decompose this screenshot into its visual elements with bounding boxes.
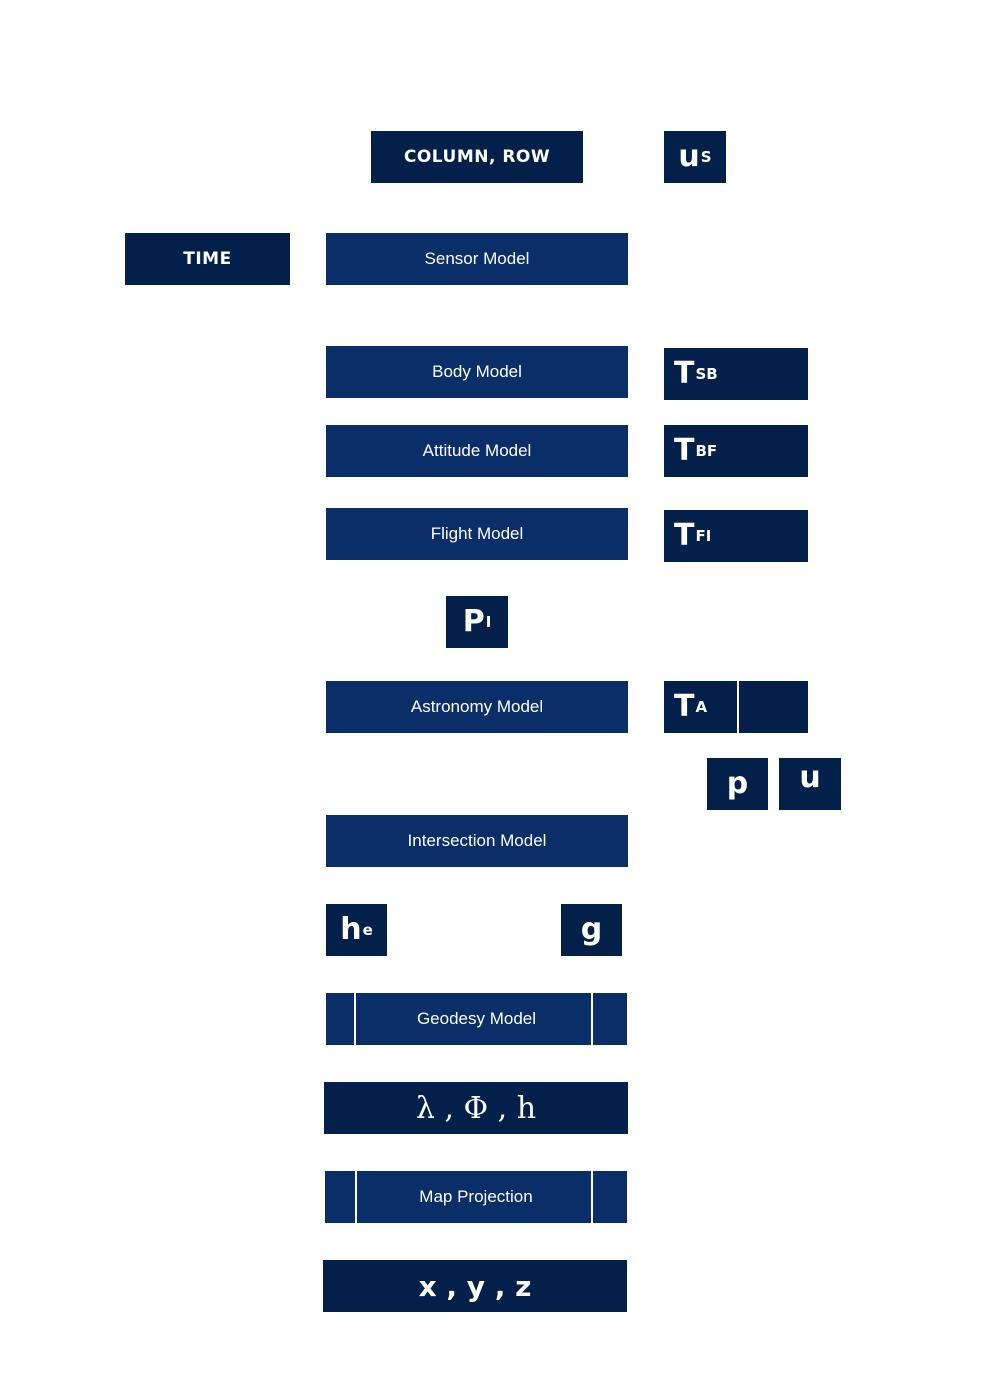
sensor-model-box: Sensor Model <box>326 233 628 285</box>
us-main: u <box>678 139 700 174</box>
flight-model-box: Flight Model <box>326 508 628 560</box>
tsb-main: T <box>674 356 695 391</box>
intersection-model-text: Intersection Model <box>407 831 547 850</box>
ta-main: T <box>674 689 695 724</box>
pi-main: P <box>462 604 485 639</box>
tfi-main: T <box>674 518 695 553</box>
geo-coordinates-box: λ , Φ , h <box>324 1082 628 1134</box>
he-sub: e <box>362 921 373 939</box>
geodesy-model-box: Geodesy Model <box>326 993 627 1045</box>
geodesy-divider-left <box>354 993 356 1045</box>
attitude-model-box: Attitude Model <box>326 425 628 477</box>
tsb-sub: SB <box>695 365 718 383</box>
g-main: g <box>580 912 603 947</box>
geodesy-model-text: Geodesy Model <box>416 1009 537 1028</box>
map-divider-right <box>591 1171 593 1223</box>
geo-coordinates-text: λ , Φ , h <box>415 1090 537 1126</box>
tbf-sub: BF <box>695 442 718 460</box>
column-row-label: COLUMN, ROW <box>371 131 583 183</box>
he-main: h <box>340 912 362 947</box>
time-label: TIME <box>125 233 290 285</box>
column-row-text: COLUMN, ROW <box>403 147 551 167</box>
ta-divider <box>737 681 739 733</box>
map-projection-text: Map Projection <box>419 1187 533 1206</box>
tbf-main: T <box>674 433 695 468</box>
u-symbol: u <box>779 758 841 810</box>
body-model-text: Body Model <box>432 362 522 381</box>
u-main: u <box>799 760 821 795</box>
astronomy-model-box: Astronomy Model <box>326 681 628 733</box>
p-main: p <box>726 766 749 801</box>
p-symbol: p <box>707 758 768 810</box>
xyz-coordinates-text: x , y , z <box>418 1269 532 1303</box>
body-model-box: Body Model <box>326 346 628 398</box>
g-symbol: g <box>561 904 622 956</box>
map-divider-left <box>355 1171 357 1223</box>
geodesy-divider-right <box>591 993 593 1045</box>
astronomy-model-text: Astronomy Model <box>410 697 544 716</box>
intersection-model-box: Intersection Model <box>326 815 628 867</box>
xyz-coordinates-box: x , y , z <box>323 1260 627 1312</box>
time-text: TIME <box>183 249 232 269</box>
attitude-model-text: Attitude Model <box>422 441 532 460</box>
tfi-sub: FI <box>695 527 712 545</box>
ta-sub: A <box>695 698 708 716</box>
map-projection-box: Map Projection <box>325 1171 627 1223</box>
sensor-model-text: Sensor Model <box>424 249 530 268</box>
pi-sub: I <box>485 613 492 631</box>
flight-model-text: Flight Model <box>430 524 524 543</box>
us-sub: S <box>700 148 712 166</box>
